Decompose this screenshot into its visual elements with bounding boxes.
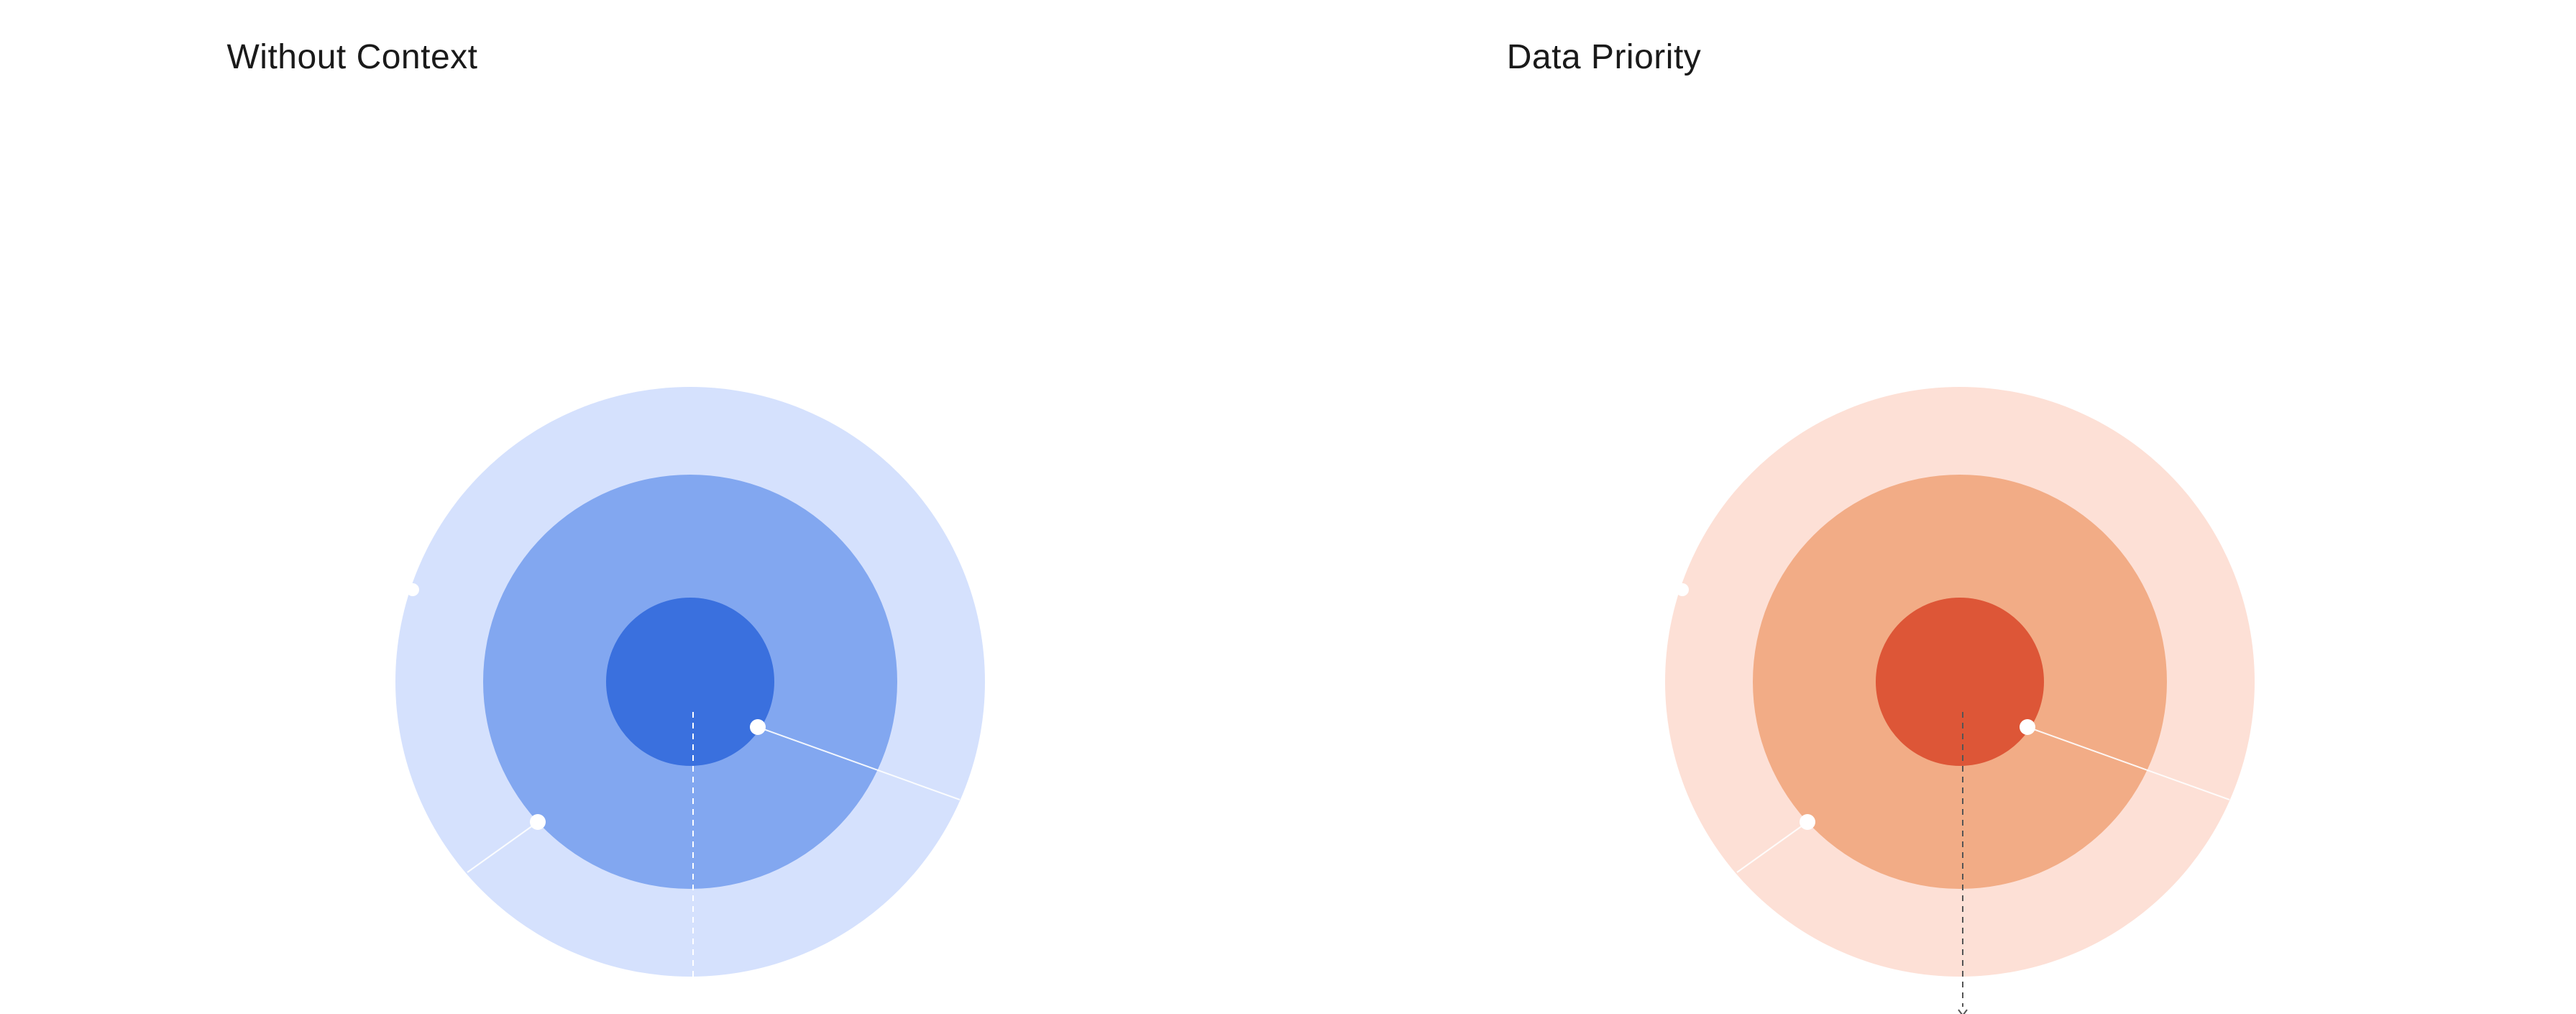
ring-diagram — [1665, 387, 2255, 1014]
marker-dot-right — [2020, 719, 2035, 735]
ring-diagram — [395, 387, 985, 978]
marker-dot-right — [750, 719, 766, 735]
marker-dot-left — [1800, 814, 1815, 830]
dashed-line-arrowhead — [1958, 1009, 1968, 1014]
marker-dot-top-left — [406, 583, 419, 596]
inner-core — [1876, 598, 2044, 766]
marker-dot-top-left — [1676, 583, 1689, 596]
connector-line-left — [1736, 821, 1808, 873]
connector-line-right — [757, 726, 961, 800]
marker-dot-left — [530, 814, 546, 830]
connector-line-left — [467, 821, 538, 873]
inner-core — [606, 598, 774, 766]
panel-title: Data Priority — [1506, 38, 1702, 76]
panel-title: Without Context — [226, 38, 478, 76]
panel-without-context: Without Context — [226, 38, 985, 978]
connector-line-right — [2027, 726, 2230, 800]
panel-data-priority: Data Priority — [1273, 0, 2561, 1014]
